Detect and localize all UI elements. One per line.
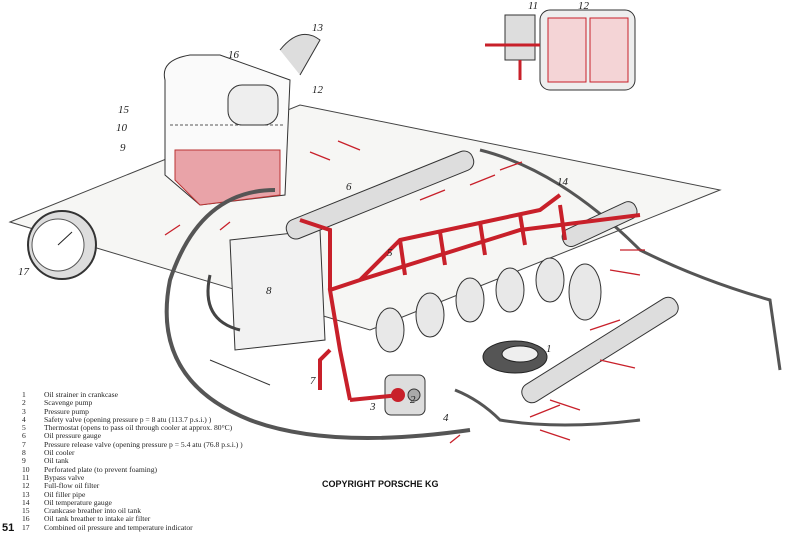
legend-text: Oil pressure gauge <box>44 431 101 441</box>
legend-text: Pressure release valve (opening pressure… <box>44 439 243 449</box>
hose <box>454 388 641 427</box>
legend-num: 6 <box>22 431 26 441</box>
legend-text: Safety valve (opening pressure p = 8 atu… <box>44 414 212 424</box>
legend-item: 9 Oil tank <box>22 456 243 466</box>
legend-num: 17 <box>22 522 30 532</box>
camshafts <box>285 150 679 404</box>
legend-text: Combined oil pressure and temperature in… <box>44 522 193 532</box>
legend-item: 4 Safety valve (opening pressure p = 8 at… <box>22 414 243 424</box>
callout-11: 11 <box>528 0 538 12</box>
callout-15: 15 <box>118 104 130 116</box>
callout-6: 6 <box>346 181 352 193</box>
legend-text: Oil cooler <box>44 448 75 458</box>
legend-item: 6 Oil pressure gauge <box>22 431 243 441</box>
legend-item: 2 Scavenge pump <box>22 398 243 408</box>
legend-item: 12 Full-flow oil filter <box>22 481 243 491</box>
callout-13: 13 <box>312 22 324 34</box>
callout-12-tank: 12 <box>312 84 324 96</box>
page-number: 51 <box>2 522 15 534</box>
crankshaft <box>375 257 602 353</box>
legend-num: 1 <box>22 390 26 399</box>
callout-5: 5 <box>387 247 393 259</box>
legend-text: Thermostat (opens to pass oil through co… <box>44 423 233 433</box>
copyright-notice: COPYRIGHT PORSCHE KG <box>322 479 439 489</box>
legend-text: Oil tank breather to intake air filter <box>44 514 151 524</box>
callout-9: 9 <box>120 142 126 154</box>
callout-14: 14 <box>557 176 569 188</box>
legend-item: 13 Oil filler pipe <box>22 489 243 499</box>
legend-num: 10 <box>22 464 30 474</box>
legend-text: Full-flow oil filter <box>44 481 100 491</box>
legend-num: 11 <box>22 472 30 482</box>
legend-item: 16 Oil tank breather to intake air filter <box>22 514 243 524</box>
legend-num: 5 <box>22 423 26 433</box>
legend-text: Oil temperature gauge <box>44 497 112 507</box>
legend-item: 5 Thermostat (opens to pass oil through c… <box>22 423 243 433</box>
callout-3: 3 <box>369 401 376 413</box>
legend-num: 3 <box>22 406 26 416</box>
legend-item: 11 Bypass valve <box>22 472 243 482</box>
callout-10: 10 <box>116 122 128 134</box>
legend-item: 7 Pressure release valve (opening pressur… <box>22 439 243 449</box>
callout-17: 17 <box>18 266 30 278</box>
legend-num: 7 <box>22 439 26 449</box>
legend: 1 Oil strainer in crankcase 2 Scavenge pum… <box>22 390 243 532</box>
callout-8: 8 <box>266 285 272 297</box>
legend-text: Crankcase breather into oil tank <box>44 506 141 516</box>
legend-item: 15 Crankcase breather into oil tank <box>22 506 243 516</box>
legend-num: 4 <box>22 414 26 424</box>
pointer-line <box>209 359 271 386</box>
callout-2: 2 <box>410 394 416 406</box>
callout-4: 4 <box>443 412 449 424</box>
legend-num: 9 <box>22 456 26 466</box>
callout-7: 7 <box>310 375 316 387</box>
legend-num: 2 <box>22 398 26 408</box>
legend-text: Oil tank <box>44 456 69 466</box>
legend-text: Pressure pump <box>44 406 89 416</box>
legend-num: 15 <box>22 506 30 516</box>
oil-galleries <box>299 193 641 402</box>
legend-num: 14 <box>22 497 30 507</box>
combined-gauge <box>27 210 97 280</box>
legend-item: 14 Oil temperature gauge <box>22 497 243 507</box>
legend-text: Scavenge pump <box>44 398 93 408</box>
legend-text: Oil filler pipe <box>44 489 86 499</box>
legend-item: 3 Pressure pump <box>22 406 243 416</box>
callout-16: 16 <box>228 49 240 61</box>
legend-text: Perforated plate (to prevent foaming) <box>44 464 158 474</box>
filter-inset <box>485 9 636 91</box>
callout-12: 12 <box>578 0 590 12</box>
hose <box>164 188 471 440</box>
legend-num: 12 <box>22 481 30 491</box>
legend-item: 17 Combined oil pressure and temperature … <box>22 522 243 532</box>
legend-item: 8 Oil cooler <box>22 448 243 458</box>
flow-arrows <box>164 140 645 444</box>
callout-1: 1 <box>546 343 552 355</box>
legend-text: Bypass valve <box>44 472 85 482</box>
legend-text: Oil strainer in crankcase <box>44 390 119 399</box>
legend-num: 13 <box>22 489 30 499</box>
legend-item: 10 Perforated plate (to prevent foaming) <box>22 464 243 474</box>
legend-item: 1 Oil strainer in crankcase <box>22 390 243 399</box>
legend-num: 8 <box>22 448 26 458</box>
legend-num: 16 <box>22 514 30 524</box>
